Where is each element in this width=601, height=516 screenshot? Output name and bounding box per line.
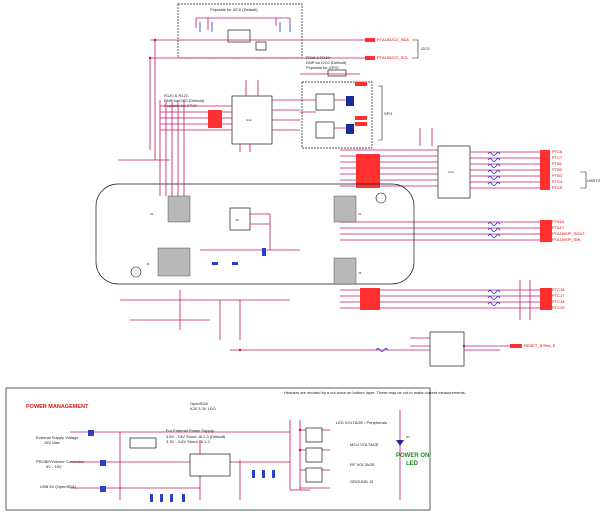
svg-text:D1: D1 bbox=[406, 435, 410, 439]
spi1-label: SPI1 bbox=[384, 111, 393, 116]
r118-note: R118 & R119: DNP for I2C0 (Default) Popu… bbox=[300, 55, 360, 77]
net-pta18: PTA18/I2C0_SDA bbox=[377, 37, 409, 42]
gpio-net-0: PTC16 bbox=[552, 287, 565, 292]
svg-text:OpenSDA: OpenSDA bbox=[190, 401, 208, 406]
svg-text:Headers are shorted by a cut-t: Headers are shorted by a cut-trace on bo… bbox=[284, 390, 466, 395]
gpio-net-1: PTC17 bbox=[552, 293, 565, 298]
power-management-block: POWER MANAGEMENT External Supply Voltage… bbox=[5, 387, 466, 511]
svg-text:J2: J2 bbox=[358, 212, 362, 216]
svg-text:J3: J3 bbox=[146, 262, 150, 266]
reset-net: RESET_B Rbs_5 bbox=[524, 343, 556, 348]
uart-net-3: PTB2 bbox=[552, 167, 563, 172]
gpio-net-2: PTC18 bbox=[552, 299, 565, 304]
junctions bbox=[148, 38, 466, 452]
svg-text:DNP for I2C0 (Default): DNP for I2C0 (Default) bbox=[164, 98, 205, 103]
svg-text:R118 & R119:: R118 & R119: bbox=[306, 55, 331, 60]
gpio-net-3: PTC19 bbox=[552, 305, 565, 310]
svg-text:RF VOLTAGE: RF VOLTAGE bbox=[350, 462, 375, 467]
power-title: POWER MANAGEMENT bbox=[26, 404, 89, 410]
spi-net-3: PTA19/SPI_SIN bbox=[552, 237, 580, 242]
u6-ic: U6 bbox=[200, 207, 300, 265]
gpio-rows-mid bbox=[340, 220, 552, 242]
svg-text:U6: U6 bbox=[235, 218, 239, 222]
uart-net-1: PTC7 bbox=[552, 155, 563, 160]
spi-net-0: PTA16 bbox=[552, 219, 565, 224]
spi1-flash-block: SPI1 bbox=[300, 81, 393, 149]
svg-text:3.6V - 15V Shunt J8 2-3 (Defau: 3.6V - 15V Shunt J8 2-3 (Default) bbox=[166, 434, 226, 439]
svg-text:Populate for GPIO: Populate for GPIO bbox=[306, 65, 339, 70]
led-label: LED bbox=[406, 461, 419, 467]
uart-coils: UART0 bbox=[487, 150, 601, 190]
svg-text:U14: U14 bbox=[448, 170, 454, 174]
board-outline bbox=[95, 183, 415, 285]
svg-text:U12: U12 bbox=[246, 118, 252, 122]
uart-net-0: PTC6 bbox=[552, 149, 563, 154]
svg-text:PROBE/Volume Connector: PROBE/Volume Connector bbox=[36, 459, 85, 464]
svg-text:15V Max: 15V Max bbox=[44, 440, 60, 445]
reset-block: RESET_B Rbs_5 bbox=[410, 331, 556, 367]
i2c0-label: I2C0 bbox=[421, 46, 430, 51]
header-j3: J3 bbox=[146, 247, 191, 277]
svg-text:External Supply Voltage: External Supply Voltage bbox=[36, 435, 79, 440]
spi-net-1: PTA17 bbox=[552, 225, 565, 230]
svg-text:MCU VOLTAGE: MCU VOLTAGE bbox=[350, 442, 379, 447]
svg-text:K20 3.3V LDO: K20 3.3V LDO bbox=[190, 406, 216, 411]
u12-ic: U12 bbox=[160, 80, 300, 152]
gpio-rows-low bbox=[340, 280, 552, 320]
svg-text:J1: J1 bbox=[150, 212, 154, 216]
svg-text:For External Power Supply:: For External Power Supply: bbox=[166, 428, 215, 433]
net-pta19: PTA19/I2C0_SCL bbox=[377, 55, 409, 60]
header-j1: J1 bbox=[150, 100, 191, 223]
svg-text:DNP for I2C0 (Default): DNP for I2C0 (Default) bbox=[306, 60, 347, 65]
r120-note: R120 & R121: DNP for I2C0 (Default) Popu… bbox=[164, 93, 205, 108]
i2c0-bus: PTA18/I2C0_SDA PTA19/I2C0_SCL I2C0 bbox=[150, 37, 430, 60]
svg-text:R120 & R121:: R120 & R121: bbox=[164, 93, 189, 98]
svg-text:USB 5V (OpenSDA): USB 5V (OpenSDA) bbox=[40, 484, 77, 489]
uart-net-4: PTB3 bbox=[552, 173, 563, 178]
pop-default-label: Populate for I2C0 (Default) bbox=[210, 7, 258, 12]
spi-net-2: PTA18/SPI_SOUT bbox=[552, 231, 585, 236]
svg-text:GROUND J3: GROUND J3 bbox=[350, 479, 374, 484]
u14-ic: U14 bbox=[340, 128, 540, 199]
header-j2: J2 bbox=[333, 195, 362, 223]
svg-text:3.3V - 3.6V Shunt J8 1-2: 3.3V - 3.6V Shunt J8 1-2 bbox=[166, 439, 211, 444]
header-j4: J4 bbox=[333, 257, 362, 285]
power-on-label: POWER ON bbox=[396, 453, 429, 459]
uart-net-6: PTC5 bbox=[552, 185, 563, 190]
uart-net-2: PTB1 bbox=[552, 161, 563, 166]
uart0-label: UART0 bbox=[587, 178, 601, 183]
svg-text:Populate for GPIO: Populate for GPIO bbox=[164, 103, 197, 108]
uart-net-5: PTC4 bbox=[552, 179, 563, 184]
i2c0-populate-block: Populate for I2C0 (Default) bbox=[177, 3, 303, 59]
svg-text:5V - 15V: 5V - 15V bbox=[46, 464, 62, 469]
svg-text:LED VOLTAGE / Peripherals: LED VOLTAGE / Peripherals bbox=[336, 420, 387, 425]
svg-text:J4: J4 bbox=[358, 271, 362, 275]
